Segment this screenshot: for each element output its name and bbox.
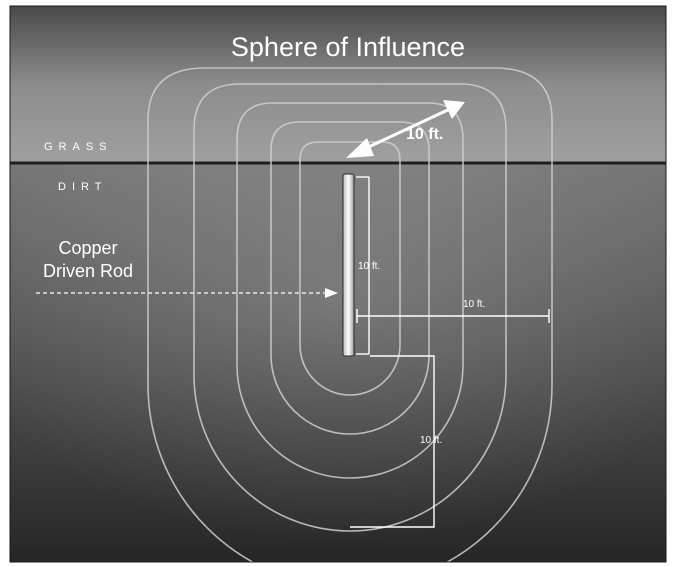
diagram-title: Sphere of Influence	[231, 32, 465, 62]
horizontal-extent-label: 10 ft.	[463, 299, 485, 310]
rod-label-line1: Copper	[58, 238, 117, 258]
dirt-glow	[10, 163, 666, 562]
radius-measurement-label: 10 ft.	[406, 126, 443, 143]
rod-label-line2: Driven Rod	[43, 261, 133, 281]
grass-label: GRASS	[44, 141, 113, 153]
vertical-extent-label: 10 ft.	[420, 435, 442, 446]
rod-length-label: 10 ft.	[358, 261, 380, 272]
copper-rod	[343, 174, 354, 356]
dirt-label: DIRT	[58, 181, 107, 193]
